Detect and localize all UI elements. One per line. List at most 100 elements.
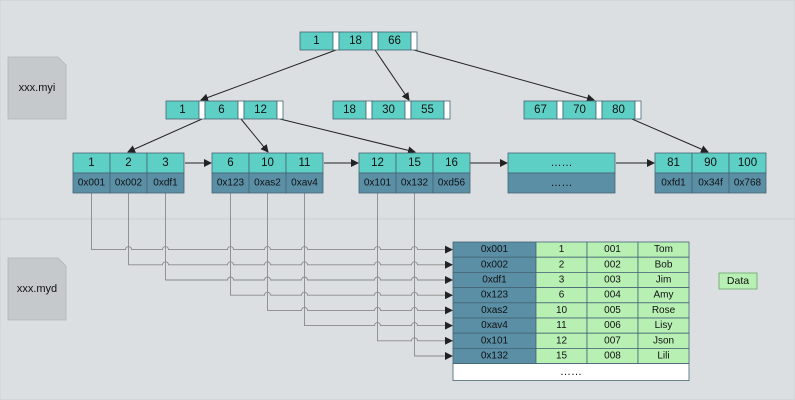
leaf-pointer-cell: [728, 172, 767, 194]
leaf-pointer-label: 0xav4: [291, 178, 318, 189]
leaf-pointer-label: 0x34f: [698, 178, 723, 189]
row-value: Json: [653, 335, 674, 346]
row-value: 001: [604, 244, 621, 255]
table-ellipsis-label: ……: [560, 366, 582, 378]
row-value: 15: [556, 351, 568, 362]
root-to-internal-1-arrow: [200, 49, 337, 102]
row-value: 11: [556, 320, 567, 331]
row-value: 004: [604, 290, 621, 301]
connector-layer: [91, 49, 709, 360]
row-value: Bob: [655, 259, 673, 270]
row-address: 0x002: [481, 259, 509, 270]
internal-node-3-key-label-3: 80: [612, 104, 625, 116]
leaf-ellipsis-bottom-label: ……: [551, 177, 573, 189]
row-value: Rose: [652, 305, 676, 316]
pointer-to-row-connector-2: [128, 193, 453, 269]
row-value: 006: [604, 320, 621, 331]
internal-node-2-key-label-3: 55: [421, 104, 434, 116]
leaf-pointer-cell: [146, 172, 185, 194]
row-value: 12: [556, 335, 568, 346]
row-value: 3: [559, 275, 565, 286]
internal-node-2-key-label-2: 30: [382, 104, 395, 116]
root-to-internal-2-arrow: [374, 49, 410, 101]
leaf-ellipsis-top-label: ……: [551, 157, 573, 169]
leaf-pointer-label: 0x101: [364, 178, 392, 189]
pointer-to-row-connector-8: [414, 193, 453, 360]
pointer-to-row-connector-3: [165, 193, 453, 284]
internal-node-1-key-label-1: 1: [179, 104, 185, 116]
leaf-key-label: 100: [738, 157, 757, 169]
row-value: 6: [559, 290, 565, 301]
root-node-pointer-2: [371, 31, 379, 51]
row-value: Tom: [654, 244, 673, 255]
row-value: 10: [556, 305, 568, 316]
leaf-key-label: 10: [261, 157, 274, 169]
row-value: Lili: [657, 351, 669, 362]
table-row: 0x132 15 008 Lili: [452, 347, 690, 364]
leaf-key-label: 16: [445, 157, 458, 169]
internal-node-1-key-label-3: 12: [254, 104, 267, 116]
internal-node-3-pointer-2: [595, 100, 603, 120]
index-file-icon: xxx.myi: [7, 56, 67, 120]
row-value: Lisy: [655, 320, 673, 331]
leaf-key-label: 3: [162, 157, 168, 169]
leaf-pointer-cell: [285, 172, 324, 194]
leaf-key-label: 6: [227, 157, 233, 169]
leaf-ellipsis-bottom: [507, 172, 616, 194]
internal-3-to-leaf-5-arrow: [631, 118, 709, 153]
internal-1-to-leaf-1-arrow: [127, 118, 203, 153]
leaf-pointer-label: 0x132: [401, 178, 429, 189]
row-value: Amy: [654, 290, 674, 301]
row-address: 0xdf1: [482, 275, 507, 286]
leaf-key-label: 11: [299, 157, 311, 169]
leaf-key-label: 90: [704, 157, 717, 169]
root-node-key-label-3: 66: [388, 35, 401, 47]
internal-node-1-pointer-1: [198, 100, 206, 120]
data-file-icon-shape: [7, 257, 67, 321]
leaf-key-label: 1: [88, 157, 94, 169]
row-address: 0x001: [481, 244, 509, 255]
leaf-pointer-cell: [432, 172, 471, 194]
pointer-to-row-connector-4: [230, 193, 453, 300]
data-file-icon: xxx.myd: [7, 257, 67, 321]
internal-node-2-pointer-1: [365, 100, 373, 120]
leaf-key-label: 15: [408, 157, 421, 169]
row-value: 003: [604, 275, 621, 286]
table-ellipsis-row: [452, 363, 690, 382]
row-value: 007: [604, 335, 621, 346]
row-value: 008: [604, 351, 621, 362]
leaf-pointer-label: 0x768: [734, 178, 762, 189]
leaf-pointer-label: 0x123: [217, 178, 245, 189]
leaf-pointer-label: 0xas2: [254, 178, 281, 189]
row-value: 2: [559, 259, 565, 270]
index-file-icon-shape: [7, 56, 67, 120]
pointer-to-row-connector-1: [91, 193, 453, 254]
data-file-icon-label: xxx.myd: [17, 283, 57, 295]
internal-node-1-pointer-3: [276, 100, 284, 120]
internal-node-3-pointer-3: [634, 100, 642, 120]
root-node-pointer-1: [332, 31, 340, 51]
root-node-key-label-2: 18: [349, 35, 362, 47]
leaf-pointer-label: 0xdf1: [153, 178, 178, 189]
internal-node-1-pointer-2: [237, 100, 245, 120]
leaf-key-label: 81: [667, 157, 680, 169]
data-legend-box: [718, 272, 758, 290]
row-value: Jim: [656, 275, 672, 286]
row-value: 005: [604, 305, 621, 316]
table-row: 0xdf1 3 003 Jim: [452, 271, 690, 288]
row-address: 0x132: [481, 351, 509, 362]
pointer-to-row-connector-6: [304, 193, 453, 330]
leaf-key-label: 2: [125, 157, 131, 169]
